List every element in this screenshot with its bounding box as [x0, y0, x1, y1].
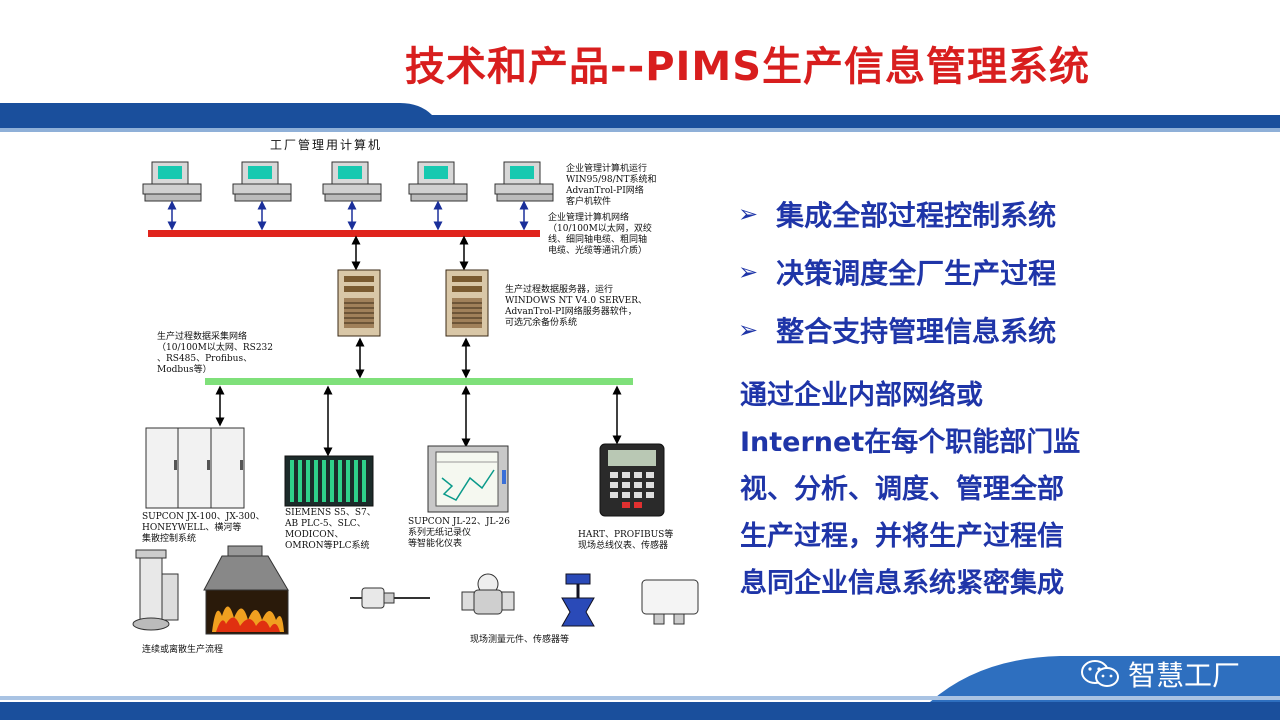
factory-computers-label: 工厂管理用计算机 [270, 138, 383, 152]
pc-icon [142, 161, 202, 202]
server-icon [445, 269, 489, 337]
pc-icon [322, 161, 382, 202]
description-paragraph: 通过企业内部网络或 Internet在每个职能部门监 视、分析、调度、管理全部 … [740, 372, 1160, 607]
paragraph-line: 息同企业信息系统紧密集成 [740, 568, 1064, 599]
arrow-icon: ➢ [738, 258, 759, 286]
paperless-recorder-icon [427, 445, 509, 513]
watermark: 智慧工厂 [1080, 654, 1240, 694]
paragraph-line: 生产过程，并将生产过程信 [740, 521, 1064, 552]
pc-icon [494, 161, 554, 202]
enterprise-network-note: 企业管理计算机网络 （10/100M以太网，双绞 线、细同轴电缆、粗同轴 电缆、… [548, 213, 652, 256]
watermark-text: 智慧工厂 [1127, 659, 1240, 692]
factory-computers [142, 161, 554, 202]
process-tower-icon [132, 549, 179, 631]
bullet-item: ➢整合支持管理信息系统 [738, 315, 1057, 348]
bullet-item: ➢集成全部过程控制系统 [738, 199, 1057, 232]
arrow-icon: ➢ [738, 316, 759, 344]
process-label: 连续或离散生产流程 [142, 645, 224, 655]
plc-label: SIEMENS S5、S7、 AB PLC-5、SLC、 MODICON、 OM… [285, 508, 376, 551]
recorder-label: SUPCON JL-22、JL-26 系列无纸记录仪 等智能化仪表 [408, 517, 510, 549]
handheld-communicator-icon [599, 443, 665, 517]
sensors-label: 现场测量元件、传感器等 [470, 635, 570, 645]
paragraph-line: Internet在每个职能部门监 [740, 427, 1081, 458]
collection-network-bus [205, 378, 633, 385]
feature-bullets: ➢集成全部过程控制系统 ➢决策调度全厂生产过程 ➢整合支持管理信息系统 [738, 185, 1056, 359]
collection-network-note: 生产过程数据采集网络 （10/100M以太网、RS232 、RS485、Prof… [157, 332, 273, 375]
pc-icon [232, 161, 292, 202]
control-valve-icon [561, 573, 595, 627]
enterprise-computer-note: 企业管理计算机运行 WIN95/98/NT系统和 AdvanTrol-PI网络 … [566, 164, 657, 207]
server-note: 生产过程数据服务器，运行 WINDOWS NT V4.0 SERVER、 Adv… [505, 285, 648, 328]
furnace-icon [203, 545, 289, 635]
enterprise-network-bus [148, 230, 540, 237]
pc-icon [408, 161, 468, 202]
paragraph-line: 通过企业内部网络或 [740, 380, 983, 411]
flow-meter-icon [461, 573, 515, 615]
header-band [0, 103, 1280, 132]
pc-bus-links [167, 200, 529, 231]
transmitter-icon [641, 579, 699, 625]
dcs-label: SUPCON JX-100、JX-300、 HONEYWELL、横河等 集散控制… [142, 512, 265, 544]
bullet-item: ➢决策调度全厂生产过程 [738, 257, 1057, 290]
arrow-icon: ➢ [738, 200, 759, 228]
sensor-probe-icon [350, 587, 430, 609]
server-icon [337, 269, 381, 337]
paragraph-line: 视、分析、调度、管理全部 [740, 474, 1064, 505]
dcs-cabinet-icon [145, 427, 245, 509]
wechat-icon [1080, 660, 1119, 687]
fieldbus-label: HART、PROFIBUS等 现场总线仪表、传感器 [578, 530, 674, 551]
page-title: 技术和产品--PIMS生产信息管理系统 [405, 44, 1091, 90]
plc-rack-icon [284, 455, 374, 507]
